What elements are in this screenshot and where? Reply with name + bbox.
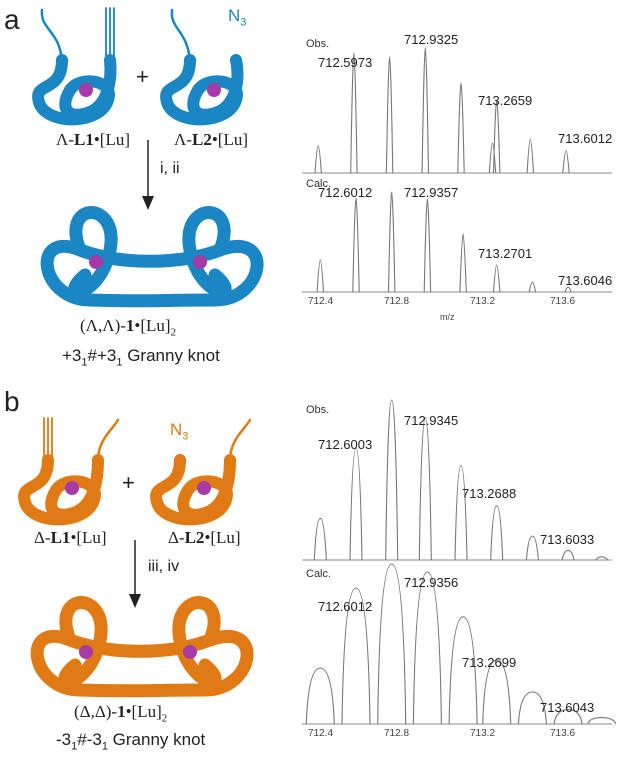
plus-sign-b: + (122, 470, 135, 495)
azide-label-a: N3 (228, 6, 247, 29)
lambda-l2-knot (160, 8, 244, 126)
calc-peak-label: 713.2701 (478, 246, 533, 261)
spectrum-peak (385, 56, 394, 174)
spectrum-peak (457, 82, 465, 174)
lu-atom-icon (79, 83, 93, 97)
spectrum-peak (528, 281, 537, 293)
x-tick-label: 712.4 (308, 296, 334, 307)
spectrum-peak (482, 659, 512, 725)
calc-peak-label: 712.9357 (404, 185, 459, 200)
reaction-arrow-b (129, 540, 141, 608)
lu-atom-icon (197, 481, 211, 495)
obs-peak-label: 712.9345 (404, 413, 459, 428)
spectrum-peak (561, 549, 575, 561)
delta-l2-knot (150, 418, 252, 526)
spectrum-peak (418, 417, 432, 561)
reactant1-label-a: Λ-L1•[Lu] (56, 130, 131, 149)
spectrum-peak (387, 191, 396, 293)
spectrum-peak (553, 709, 583, 725)
conditions-b: iii, iv (148, 558, 180, 575)
obs-peak-label: 712.5973 (318, 55, 373, 70)
calc-peak-label: 713.2699 (462, 655, 517, 670)
spectrum-peak (562, 149, 570, 174)
x-tick-label: 712.8 (384, 296, 410, 307)
obs-peak-label: 712.6003 (318, 437, 373, 452)
spectrum-peak (564, 286, 572, 293)
spectrum-b-frame (302, 559, 612, 725)
spectrum-peak (490, 505, 504, 561)
x-axis-label: m/z (440, 312, 455, 322)
spectrum-peak (492, 99, 501, 174)
x-tick-label: 712.4 (308, 728, 334, 739)
spectrum-peak (316, 259, 325, 293)
spectrum-peak (423, 198, 432, 293)
lu-atom-icon (207, 83, 221, 97)
calc-peak-label: 712.6012 (318, 599, 373, 614)
spectrum-peak (595, 556, 609, 561)
spectrum-peak (412, 571, 442, 725)
obs-peak-label: 713.2688 (462, 486, 517, 501)
delta-granny-knot (30, 596, 254, 698)
obs-label-a: Obs. (306, 38, 330, 50)
spectrum-peak (448, 616, 478, 725)
lambda-l1-knot (32, 7, 117, 126)
spectrum-peak (314, 144, 322, 174)
panel-letter-a: a (4, 4, 20, 35)
lambda-granny-knot (40, 206, 264, 308)
spectrum-peak (459, 233, 467, 293)
spectrum-peak (349, 447, 363, 561)
spectrum-peak (341, 587, 371, 725)
reaction-arrow-a (142, 140, 154, 210)
plus-sign-a: + (136, 64, 149, 89)
calc-label-b: Calc. (306, 568, 332, 580)
spectrum-peak (488, 142, 497, 174)
x-tick-label: 713.2 (470, 728, 496, 739)
x-tick-label: 712.8 (384, 728, 410, 739)
azide-label-b: N3 (170, 420, 189, 443)
spectrum-peak (350, 52, 358, 174)
product-label-b: (Δ,Δ)-1•[Lu]2 (74, 702, 168, 725)
calc-peak-label: 713.6043 (540, 700, 595, 715)
x-tick-label: 713.6 (550, 296, 576, 307)
panel-letter-b: b (4, 386, 20, 417)
calc-peak-label: 712.9356 (404, 575, 459, 590)
calc-peak-label: 713.6046 (558, 273, 613, 288)
reactant2-label-b: Δ-L2•[Lu] (168, 528, 241, 547)
spectrum-peak (421, 47, 430, 174)
obs-peak-label: 712.9325 (404, 32, 459, 47)
spectrum-peak (377, 563, 407, 725)
spectrum-peak (454, 465, 468, 561)
lu-atom-icon (183, 645, 197, 659)
spectrum-peak (492, 264, 501, 293)
delta-l1-knot (18, 417, 120, 526)
lu-atom-icon (193, 255, 207, 269)
reactant1-label-b: Δ-L1•[Lu] (34, 528, 107, 547)
product-label-a: (Λ,Λ)-1•[Lu]2 (80, 316, 177, 339)
conditions-a: i, ii (160, 160, 180, 177)
lu-atom-icon (89, 255, 103, 269)
x-tick-label: 713.6 (550, 728, 576, 739)
obs-label-b: Obs. (306, 404, 330, 416)
knot-name-b: -31#-31 Granny knot (56, 730, 206, 753)
obs-peak-label: 713.6033 (540, 532, 595, 547)
spectrum-peak (525, 535, 539, 561)
lu-atom-icon (65, 481, 79, 495)
spectrum-a-frame (302, 172, 612, 293)
knot-name-a: +31#+31 Granny knot (62, 346, 220, 369)
obs-peak-label: 713.6012 (558, 131, 613, 146)
calc-peak-label: 712.6012 (318, 185, 373, 200)
spectrum-peak (587, 717, 617, 725)
reactant2-label-a: Λ-L2•[Lu] (174, 130, 249, 149)
spectrum-peak (313, 517, 327, 561)
lu-atom-icon (79, 645, 93, 659)
x-tick-label: 713.2 (470, 296, 496, 307)
obs-peak-label: 713.2659 (478, 93, 533, 108)
spectrum-peak (305, 667, 335, 725)
spectrum-peak (517, 691, 547, 725)
spectrum-peak (526, 138, 535, 174)
calc-label-a: Calc. (306, 178, 332, 190)
spectrum-peak (352, 197, 360, 293)
spectrum-peak (385, 399, 399, 561)
